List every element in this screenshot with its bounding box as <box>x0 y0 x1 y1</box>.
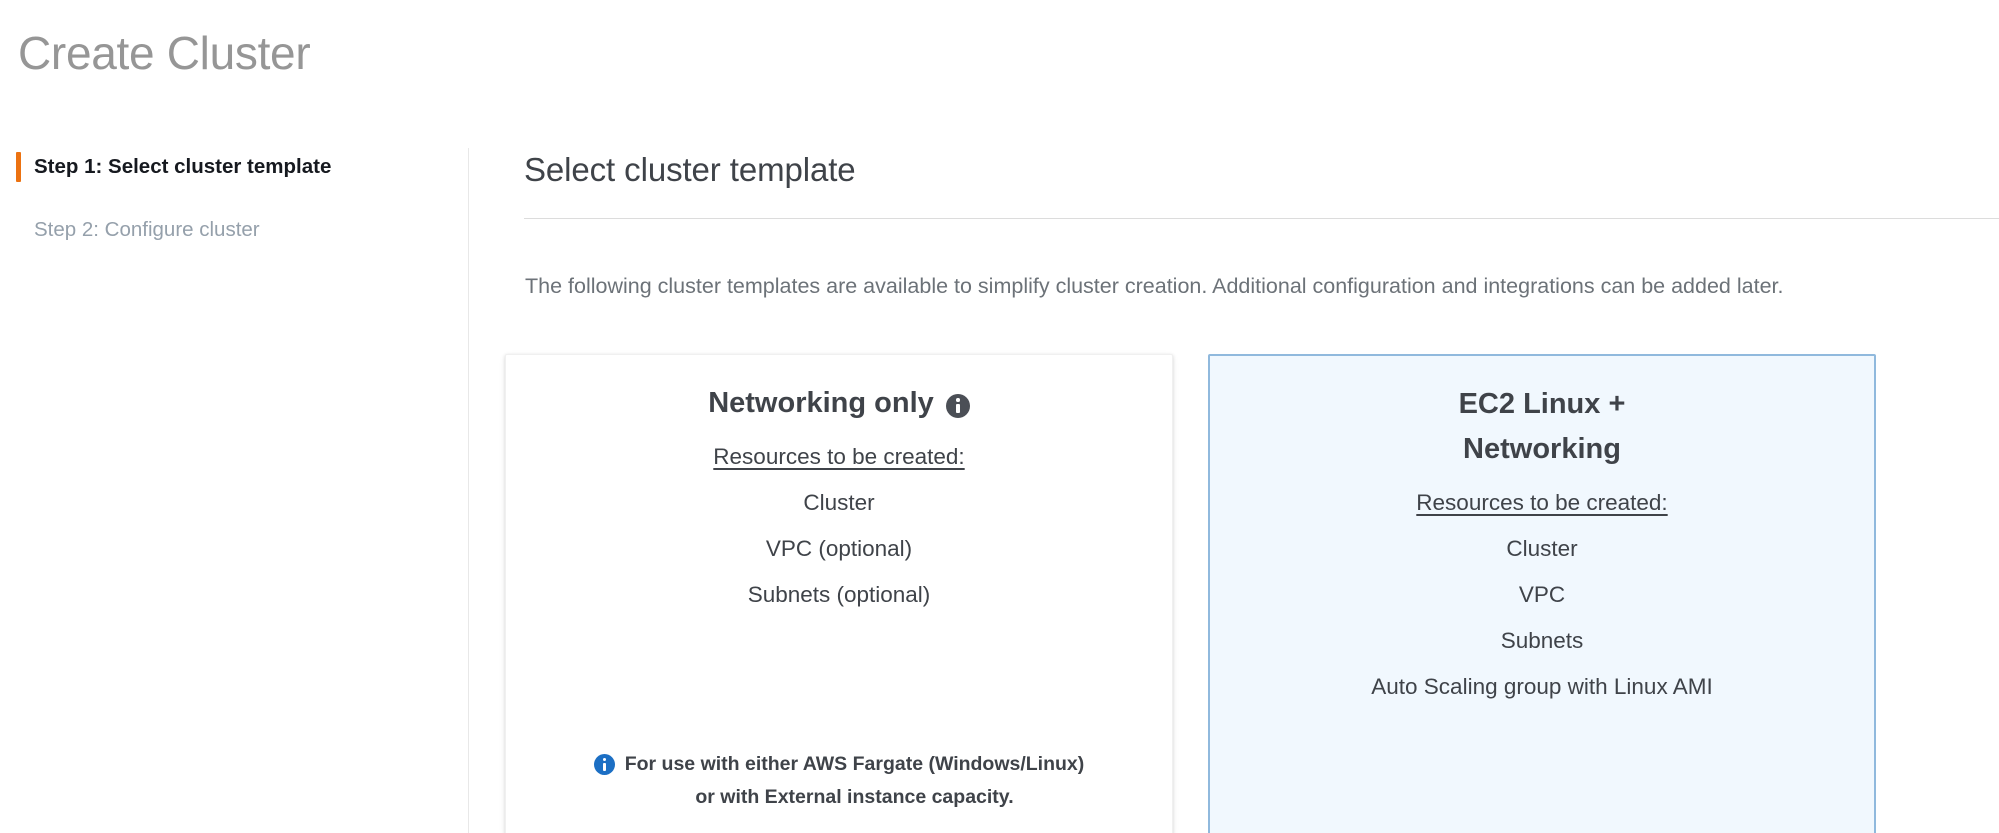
resource-item: Subnets (optional) <box>747 582 931 607</box>
resource-item: Cluster <box>1506 536 1578 561</box>
card-title-line-1: EC2 Linux + <box>1458 388 1626 420</box>
wizard-steps-sidebar: Step 1: Select cluster template Step 2: … <box>0 150 468 833</box>
resources-heading: Resources to be created: <box>713 444 965 469</box>
section-heading: Select cluster template <box>524 151 856 188</box>
info-icon <box>593 754 615 775</box>
template-card-networking-only[interactable]: Networking only Resources to be created:… <box>505 354 1173 833</box>
sidebar-content-divider <box>468 148 469 833</box>
card-note-text: For use with either AWS Fargate (Windows… <box>625 748 1085 814</box>
resources-heading: Resources to be created: <box>1416 490 1668 515</box>
resource-item: Auto Scaling group with Linux AMI <box>1371 674 1713 699</box>
sidebar-step-2-label: Step 2: Configure cluster <box>34 218 260 241</box>
card-note-line-1: For use with either AWS Fargate (Windows… <box>624 753 1085 775</box>
card-title-ec2-linux-networking: EC2 Linux + Networking <box>1459 382 1626 472</box>
page-title: Create Cluster <box>18 27 311 79</box>
card-note-networking-only: For use with either AWS Fargate (Windows… <box>593 748 1085 814</box>
card-title-text: Networking only <box>708 387 934 419</box>
step-spacer <box>0 184 468 213</box>
resource-item: VPC (optional) <box>765 536 913 561</box>
sidebar-step-1[interactable]: Step 1: Select cluster template <box>0 150 468 184</box>
main-content: Select cluster template The following cl… <box>505 150 1999 833</box>
resource-item: Subnets <box>1500 628 1584 653</box>
resource-list-ec2-linux-networking: Cluster VPC Subnets Auto Scaling group w… <box>1240 520 1844 704</box>
resource-item: VPC <box>1518 582 1566 607</box>
info-icon[interactable] <box>945 393 970 418</box>
section-description: The following cluster templates are avai… <box>525 273 1784 298</box>
card-note-line-2: or with External instance capacity. <box>695 786 1014 808</box>
active-step-indicator <box>16 152 21 182</box>
card-title-line-2: Networking <box>1463 433 1621 465</box>
card-title-networking-only: Networking only <box>708 381 970 426</box>
template-card-ec2-linux-networking[interactable]: EC2 Linux + Networking Resources to be c… <box>1208 354 1876 833</box>
template-card-list: Networking only Resources to be created:… <box>505 354 1876 833</box>
resource-list-networking-only: Cluster VPC (optional) Subnets (optional… <box>536 474 1142 612</box>
sidebar-step-2[interactable]: Step 2: Configure cluster <box>0 213 468 247</box>
sidebar-step-1-label: Step 1: Select cluster template <box>34 155 332 178</box>
resource-item: Cluster <box>803 490 875 515</box>
section-heading-divider <box>524 218 1999 219</box>
